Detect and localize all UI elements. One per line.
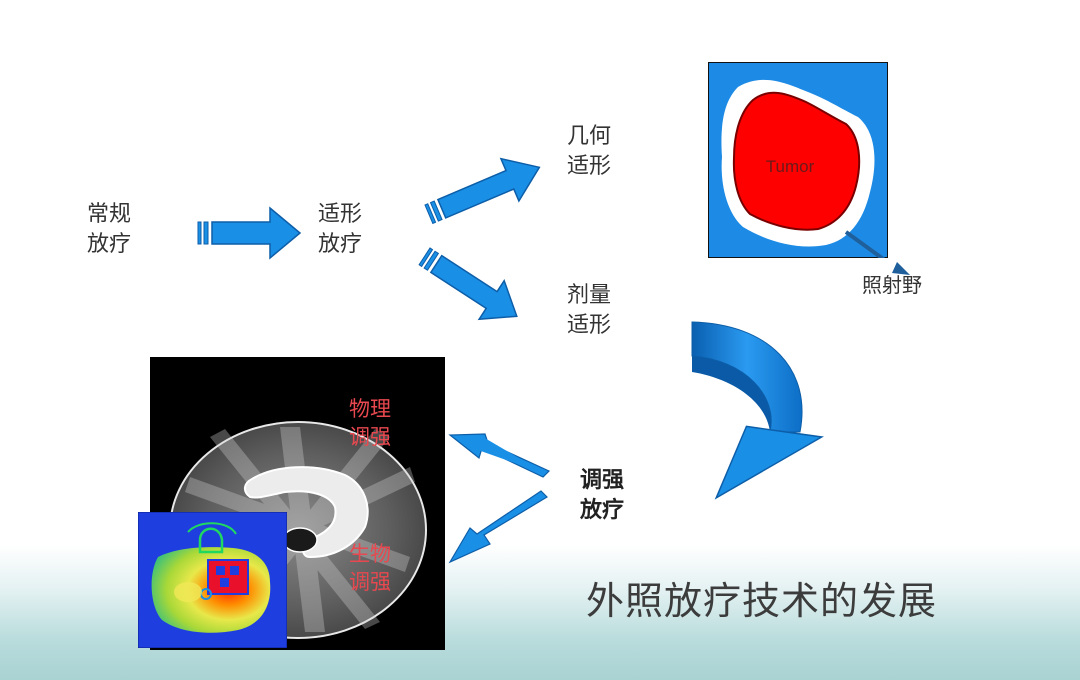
label-dose-conformal: 剂量适形 <box>567 283 612 338</box>
arrow-conformal-to-dose <box>418 247 518 321</box>
label-conventional-radiotherapy: 常规放疗 <box>87 202 132 257</box>
arrow-imrt-to-biological <box>448 490 548 564</box>
label-physical-imrt: 物理调强 <box>349 397 391 449</box>
tumor-shape <box>732 91 861 231</box>
arrow-imrt-to-physical <box>448 433 551 478</box>
label-biological-imrt: 生物调强 <box>349 542 391 594</box>
label-imrt: 调强放疗 <box>580 468 625 523</box>
arrow-conventional-to-conformal <box>197 206 302 260</box>
tumor-label: Tumor <box>766 157 815 176</box>
label-geometric-conformal: 几何适形 <box>567 124 612 179</box>
field-pointer-line <box>844 230 886 258</box>
slide-title: 外照放疗技术的发展 <box>586 579 938 623</box>
tumor-field-diagram: Tumor <box>708 62 888 258</box>
arrow-conformal-to-geometric <box>424 157 541 225</box>
label-radiation-field: 照射野 <box>862 273 922 297</box>
curved-arrow-dose-to-imrt <box>691 321 824 500</box>
ct-dose-distribution-image <box>150 357 445 650</box>
label-conformal-radiotherapy: 适形放疗 <box>318 202 363 257</box>
biological-heatmap-image <box>138 512 287 648</box>
